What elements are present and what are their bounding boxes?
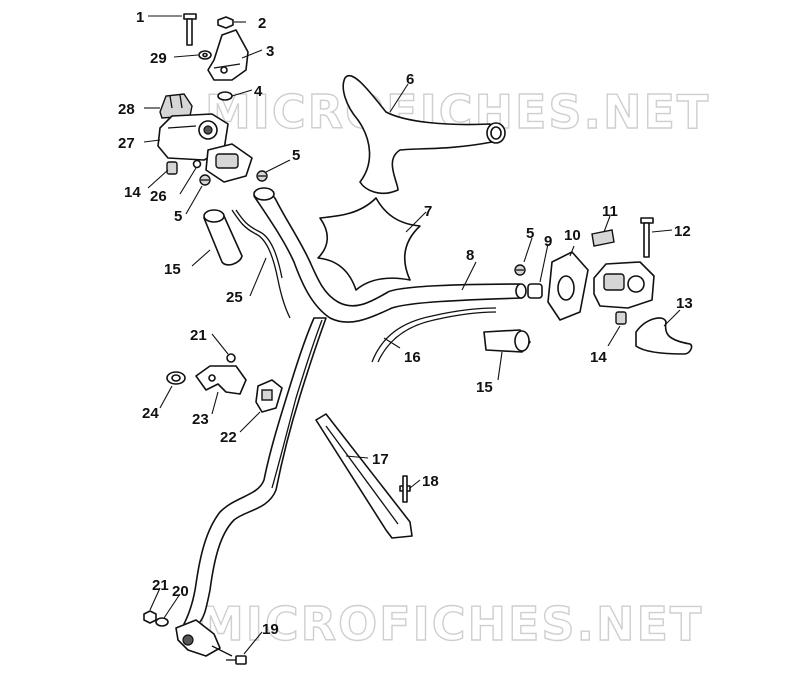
part-5-screw-c <box>514 264 526 276</box>
callout-14b: 14 <box>590 349 607 366</box>
part-6-handlebar-pad <box>342 75 506 195</box>
callout-24: 24 <box>142 405 159 422</box>
part-steering-column <box>183 317 327 627</box>
callout-27: 27 <box>118 135 135 152</box>
callout-4: 4 <box>254 83 263 100</box>
part-clamp <box>205 143 253 183</box>
callout-labels: 1 2 29 3 4 28 27 6 5 14 26 5 7 11 12 5 9… <box>118 9 693 638</box>
callout-11: 11 <box>602 203 618 220</box>
part-steering-arm-bottom <box>175 619 233 657</box>
callout-6: 6 <box>406 71 414 88</box>
part-3-bracket <box>207 29 249 81</box>
callout-5b: 5 <box>174 208 182 225</box>
watermark-bottom: MICROFICHES.NET <box>198 597 703 651</box>
part-13-hand-guard <box>635 317 693 355</box>
callout-12: 12 <box>674 223 691 240</box>
part-throttle-housing <box>593 261 655 309</box>
callout-22: 22 <box>220 429 237 446</box>
part-11-pad <box>591 229 615 247</box>
part-15-grip-left <box>203 209 243 266</box>
part-26-screw <box>192 159 202 169</box>
callout-20: 20 <box>172 583 189 600</box>
callout-23: 23 <box>192 411 209 428</box>
callout-3: 3 <box>266 43 274 60</box>
callout-5c: 5 <box>526 225 534 242</box>
part-21-nut-bottom <box>143 610 157 624</box>
leader-lines <box>143 15 681 655</box>
part-5-screw-b <box>199 174 211 186</box>
callout-16: 16 <box>404 349 421 366</box>
part-16-cable <box>371 307 497 363</box>
part-5-screw-a <box>256 170 268 182</box>
callout-15a: 15 <box>164 261 181 278</box>
part-7-cross-pad <box>317 197 421 291</box>
callout-29: 29 <box>150 50 167 67</box>
callout-1: 1 <box>136 9 144 26</box>
callout-15b: 15 <box>476 379 493 396</box>
callout-21a: 21 <box>190 327 207 344</box>
part-10-housing-cover <box>547 251 589 321</box>
part-28-boot <box>159 93 193 119</box>
callout-25: 25 <box>226 289 243 306</box>
callout-5a: 5 <box>292 147 300 164</box>
part-25-cable <box>231 209 291 319</box>
part-14-nut-left <box>166 161 178 175</box>
callout-21b: 21 <box>152 577 169 594</box>
callout-7: 7 <box>424 203 432 220</box>
part-20-washer <box>155 617 169 627</box>
callout-14a: 14 <box>124 184 141 201</box>
callout-26: 26 <box>150 188 167 205</box>
callout-8: 8 <box>466 247 474 264</box>
part-9-bushing <box>527 283 543 299</box>
part-4-oring <box>217 91 233 101</box>
callout-10: 10 <box>564 227 581 244</box>
callout-28: 28 <box>118 101 135 118</box>
part-14-nut-right <box>615 311 627 325</box>
part-18-bolt <box>399 475 411 503</box>
callout-13: 13 <box>676 295 693 312</box>
part-12-bolt <box>640 217 654 258</box>
callout-18: 18 <box>422 473 439 490</box>
part-1-bolt <box>183 13 197 46</box>
part-29-washer <box>198 50 212 60</box>
part-21-nut-top <box>226 353 236 363</box>
part-23-bracket <box>195 365 247 395</box>
part-19-bolt <box>226 655 247 665</box>
callout-17: 17 <box>372 451 389 468</box>
part-8-handlebar <box>253 187 527 323</box>
part-22-clip <box>255 379 283 413</box>
part-17-support-strap <box>315 413 413 539</box>
callout-9: 9 <box>544 233 552 250</box>
callout-2: 2 <box>258 15 266 32</box>
part-2-nut <box>217 16 234 29</box>
part-15-grip-right <box>483 329 531 353</box>
callout-19: 19 <box>262 621 279 638</box>
part-24-collar <box>166 371 186 385</box>
